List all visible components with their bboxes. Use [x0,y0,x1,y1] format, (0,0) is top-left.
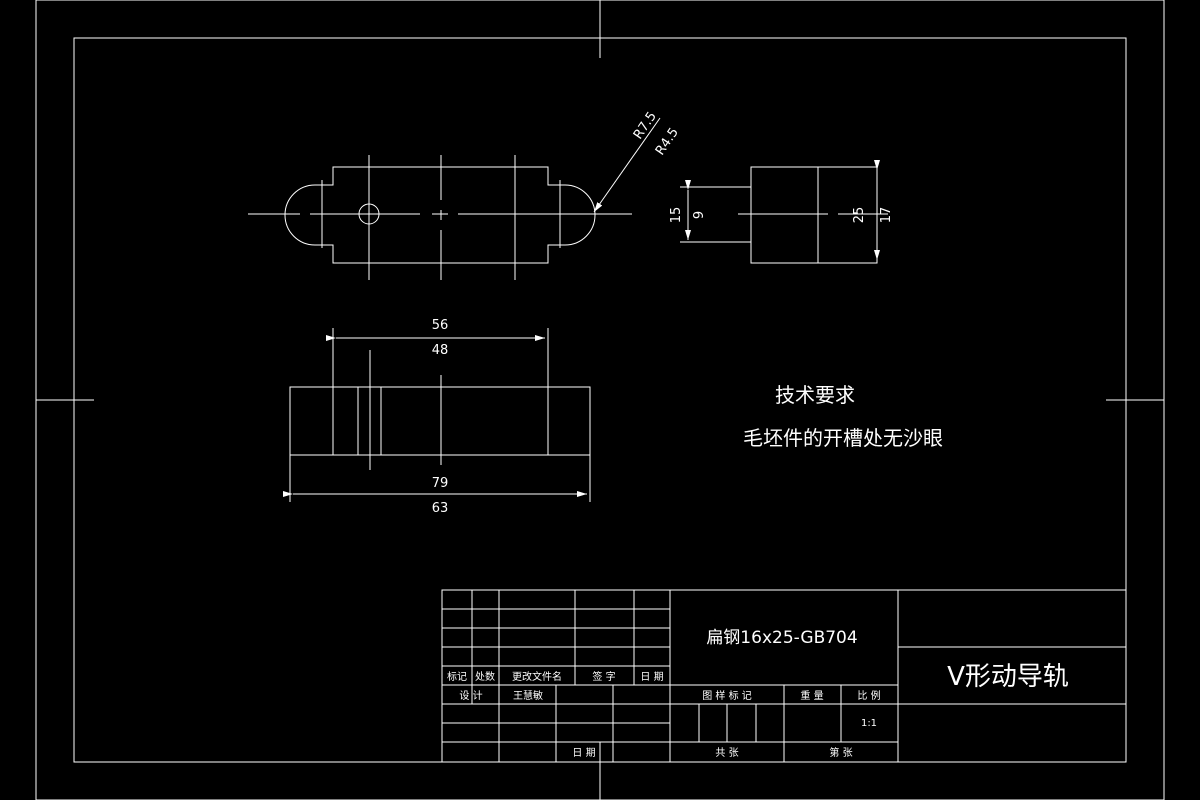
tech-requirements-heading: 技术要求 [775,383,855,407]
inner-drawing-frame [73,37,1127,763]
weight-label: 重 量 [800,689,823,702]
total-sheets-label: 共 张 [715,747,738,759]
dim-15: 15 [669,207,684,224]
change-doc-label: 更改文件名 [512,670,562,683]
dim-17: 17 [879,207,894,224]
drawing-mark-label: 图 样 标 记 [702,689,752,702]
sign-label: 签 字 [592,670,615,683]
front-view [283,328,591,502]
dim-63: 63 [432,501,449,516]
date-label: 日 期 [640,671,663,683]
title-block [441,589,1127,763]
dim-9: 9 [692,211,707,219]
dim-radius-inner: R4.5 [653,125,682,158]
scale-label: 比 例 [857,689,880,702]
material-label: 扁钢16x25-GB704 [706,628,857,648]
count-label: 处数 [475,670,495,683]
dim-radius-outer: R7.5 [631,109,660,142]
dim-56: 56 [432,318,449,333]
scale-value: 1:1 [861,718,877,729]
mark-label: 标记 [447,671,467,683]
top-view [248,117,661,280]
design-label: 设 计 [459,689,482,702]
part-name: V形动导轨 [947,662,1069,692]
centering-marks [36,0,1164,800]
side-view [680,160,888,264]
date-label-2: 日 期 [572,747,595,759]
dim-25: 25 [852,207,867,224]
dim-48: 48 [432,343,449,358]
tech-requirements-note: 毛坯件的开槽处无沙眼 [743,426,943,450]
sheet-number-label: 第 张 [829,746,852,759]
designer-name: 王慧敏 [513,689,543,702]
dim-79: 79 [432,476,449,491]
